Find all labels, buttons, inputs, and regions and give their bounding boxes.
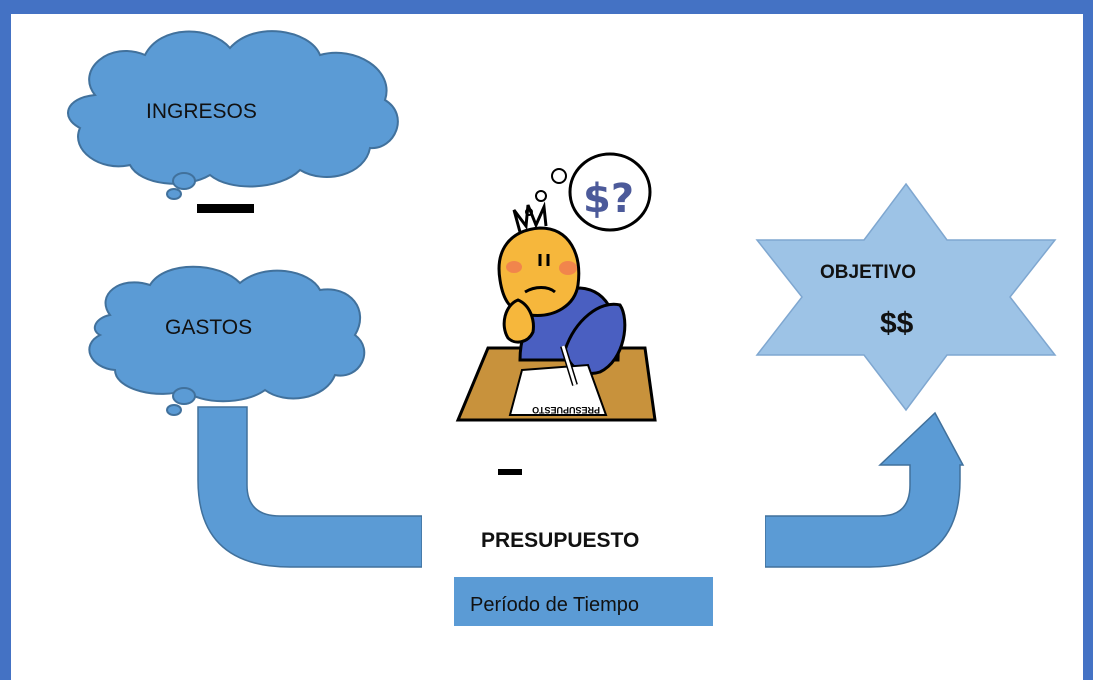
ingresos-cloud [67, 30, 399, 200]
minus-sign-2 [498, 469, 522, 475]
periodo-box [454, 577, 713, 626]
gastos-label: GASTOS [165, 316, 253, 339]
thought-text: $? [583, 176, 634, 222]
paper [508, 363, 608, 416]
objetivo-value: $$ [880, 307, 914, 340]
presupuesto-panel [422, 510, 765, 574]
presupuesto-label: PRESUPUESTO [481, 529, 640, 552]
objetivo-label: OBJETIVO [820, 262, 917, 283]
gastos-cloud [88, 265, 366, 416]
paper-text: PRESUPUESTO [532, 405, 600, 415]
thought-bubble [568, 152, 652, 232]
objetivo-star [755, 182, 1057, 412]
flow-arrow [197, 406, 965, 568]
ingresos-label: INGRESOS [146, 100, 257, 123]
person-illustration: $? PRESUPUESTO [455, 152, 657, 422]
periodo-label: Período de Tiempo [470, 594, 639, 616]
minus-sign [197, 204, 254, 213]
